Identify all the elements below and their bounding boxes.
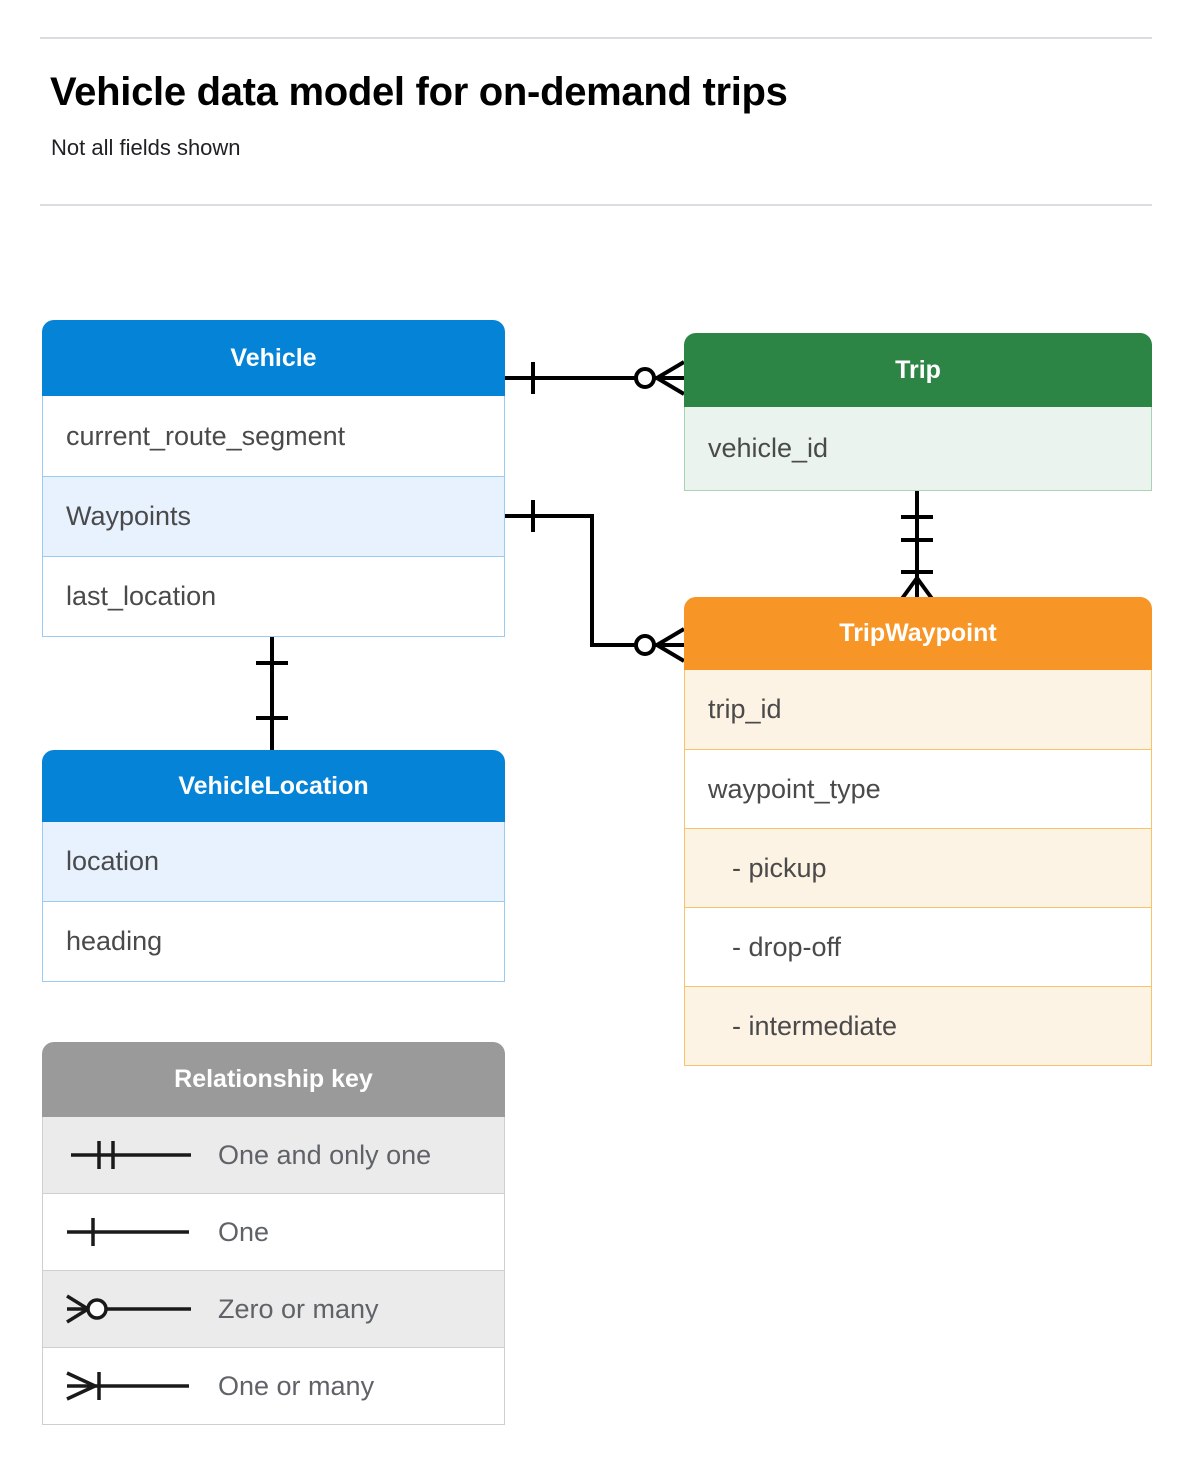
entity-tripwaypoint-fields: trip_id waypoint_type - pickup - drop-of… bbox=[684, 670, 1152, 1066]
entity-vehicle-fields: current_route_segment Waypoints last_loc… bbox=[42, 396, 505, 637]
one-icon bbox=[43, 1212, 218, 1252]
field-trip-id[interactable]: trip_id bbox=[684, 670, 1152, 750]
entity-vehiclelocation-fields: location heading bbox=[42, 822, 505, 982]
entity-vehicle-title: Vehicle bbox=[42, 320, 505, 396]
entity-tripwaypoint[interactable]: TripWaypoint trip_id waypoint_type - pic… bbox=[684, 597, 1152, 1066]
field-last-location[interactable]: last_location bbox=[42, 557, 505, 637]
connector-vehicle-vehiclelocation bbox=[256, 637, 288, 752]
entity-trip[interactable]: Trip vehicle_id bbox=[684, 333, 1152, 491]
one-or-many-icon bbox=[43, 1366, 218, 1406]
zero-or-many-icon bbox=[43, 1289, 218, 1329]
legend-title: Relationship key bbox=[42, 1042, 505, 1117]
field-waypoints[interactable]: Waypoints bbox=[42, 477, 505, 557]
field-waypoint-type-drop-off[interactable]: - drop-off bbox=[684, 908, 1152, 987]
page-subtitle: Not all fields shown bbox=[51, 135, 241, 160]
entity-vehicle[interactable]: Vehicle current_route_segment Waypoints … bbox=[42, 320, 505, 637]
field-waypoint-type-pickup[interactable]: - pickup bbox=[684, 829, 1152, 908]
legend-row-one[interactable]: One bbox=[42, 1194, 505, 1271]
legend-row-zero-or-many[interactable]: Zero or many bbox=[42, 1271, 505, 1348]
entity-trip-fields: vehicle_id bbox=[684, 407, 1152, 491]
entity-trip-title: Trip bbox=[684, 333, 1152, 407]
legend-label-zero-or-many: Zero or many bbox=[218, 1293, 379, 1324]
entity-vehiclelocation[interactable]: VehicleLocation location heading bbox=[42, 750, 505, 982]
top-divider bbox=[40, 37, 1152, 39]
connector-waypoints-tripwaypoint bbox=[505, 500, 686, 663]
legend-row-one-or-many[interactable]: One or many bbox=[42, 1348, 505, 1425]
legend-rows: One and only one One bbox=[42, 1117, 505, 1425]
legend-label-one-or-many: One or many bbox=[218, 1370, 375, 1401]
connector-vehicle-trip bbox=[505, 360, 686, 396]
connector-trip-tripwaypoint bbox=[899, 491, 935, 602]
field-location[interactable]: location bbox=[42, 822, 505, 902]
legend-label-one: One bbox=[218, 1216, 270, 1247]
legend-relationship-key[interactable]: Relationship key One and only one bbox=[42, 1042, 505, 1425]
page-title: Vehicle data model for on-demand trips bbox=[50, 70, 788, 114]
legend-row-one-and-only-one[interactable]: One and only one bbox=[42, 1117, 505, 1194]
entity-vehiclelocation-title: VehicleLocation bbox=[42, 750, 505, 822]
field-current-route-segment[interactable]: current_route_segment bbox=[42, 396, 505, 477]
field-heading[interactable]: heading bbox=[42, 902, 505, 982]
legend-label-one-and-only-one: One and only one bbox=[218, 1139, 432, 1170]
header-divider bbox=[40, 204, 1152, 206]
field-waypoint-type[interactable]: waypoint_type bbox=[684, 750, 1152, 829]
field-waypoint-type-intermediate[interactable]: - intermediate bbox=[684, 987, 1152, 1066]
entity-tripwaypoint-title: TripWaypoint bbox=[684, 597, 1152, 670]
field-vehicle-id[interactable]: vehicle_id bbox=[684, 407, 1152, 491]
one-and-only-one-icon bbox=[43, 1135, 218, 1175]
